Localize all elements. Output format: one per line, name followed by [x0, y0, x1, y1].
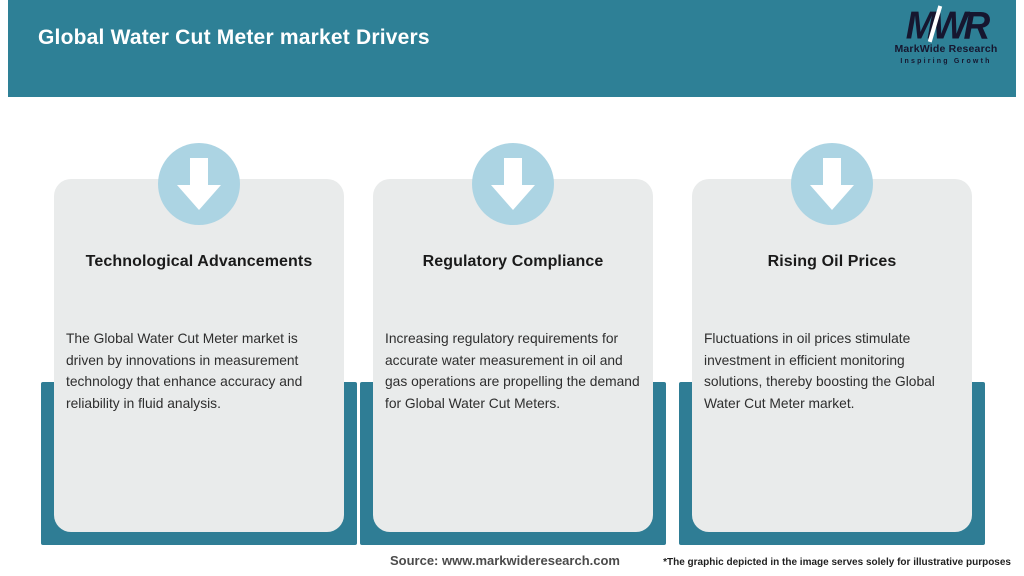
driver-card-regulatory-compliance: Regulatory Compliance Increasing regulat…	[360, 143, 666, 545]
card-body: Regulatory Compliance Increasing regulat…	[373, 143, 653, 532]
disclaimer-text: *The graphic depicted in the image serve…	[663, 557, 1011, 568]
header-bar: Global Water Cut Meter market Drivers MW…	[8, 0, 1016, 97]
page-title: Global Water Cut Meter market Drivers	[38, 26, 430, 49]
driver-card-technological-advancements: Technological Advancements The Global Wa…	[41, 143, 357, 545]
source-text: Source: www.markwideresearch.com	[389, 553, 620, 568]
card-title: Regulatory Compliance	[422, 253, 604, 270]
down-arrow-icon	[472, 143, 554, 225]
card-body: Rising Oil Prices Fluctuations in oil pr…	[692, 143, 972, 532]
brand-logo: MWR MarkWide Research Inspiring Growth	[886, 4, 1006, 65]
logo-tagline: Inspiring Growth	[900, 57, 992, 65]
driver-card-rising-oil-prices: Rising Oil Prices Fluctuations in oil pr…	[679, 143, 985, 545]
card-title: Technological Advancements	[85, 253, 313, 270]
card-description: The Global Water Cut Meter market is dri…	[66, 331, 303, 411]
card-title: Rising Oil Prices	[767, 253, 897, 270]
logo-name: MarkWide Research	[894, 43, 998, 55]
card-body: Technological Advancements The Global Wa…	[54, 143, 344, 532]
card-description: Increasing regulatory requirements for a…	[385, 331, 640, 411]
down-arrow-icon	[791, 143, 873, 225]
logo-monogram: MWR	[905, 4, 990, 47]
card-description: Fluctuations in oil prices stimulate inv…	[704, 331, 935, 411]
down-arrow-icon	[158, 143, 240, 225]
logo-monogram-text: MWR	[905, 4, 990, 47]
